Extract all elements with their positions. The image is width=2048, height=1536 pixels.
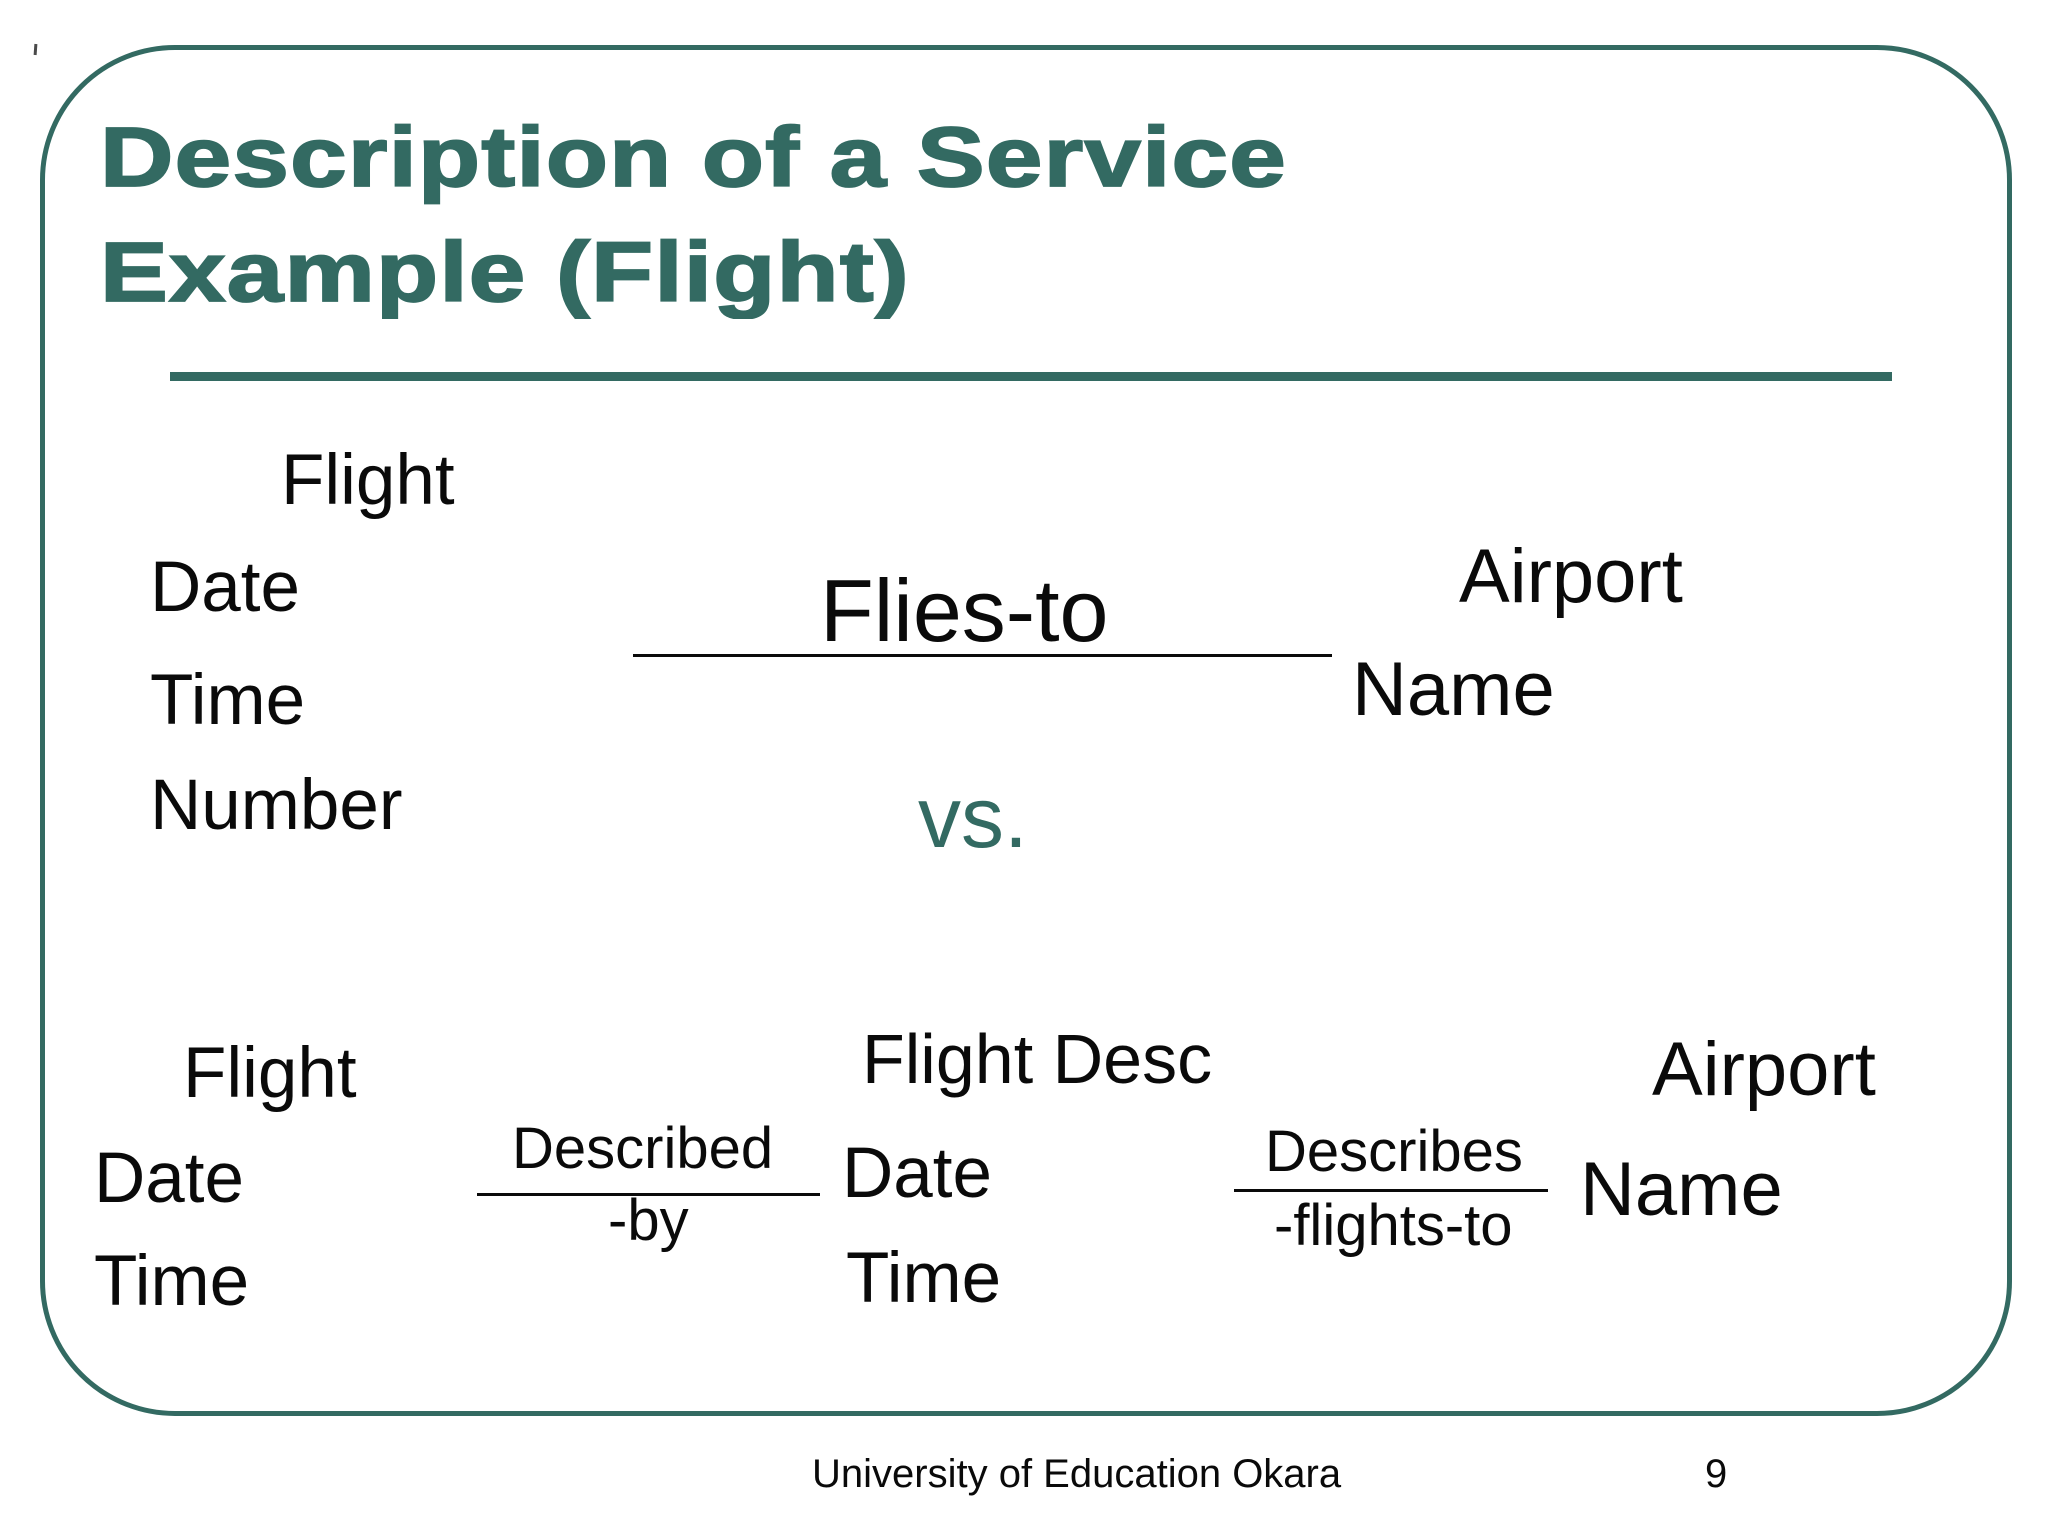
top-flight-entity-label: Flight [281,441,455,520]
page-title: Description of a Service Example (Flight… [99,100,1288,330]
describes-flights-to-relationship-label-bottom: -flights-to [1274,1193,1513,1258]
footer-page-number: 9 [1705,1452,1728,1496]
bottom-airport-attribute-name: Name [1580,1147,1783,1232]
flight-desc-attribute-time: Time [846,1239,1002,1318]
page-title-line-2: Example (Flight) [99,224,910,320]
top-flight-attribute-time: Time [150,661,306,740]
describes-flights-to-relationship-label-top: Describes [1265,1119,1523,1184]
described-by-relationship-line [477,1193,820,1196]
bottom-airport-entity-label: Airport [1652,1027,1876,1112]
title-underline-rule [170,372,1892,381]
slide-border-frame [40,45,2012,1416]
top-flight-attribute-number: Number [150,766,403,845]
describes-flights-to-relationship-line [1234,1189,1548,1192]
top-flight-attribute-date: Date [150,548,300,627]
described-by-relationship-label-bottom: -by [608,1188,689,1253]
top-airport-attribute-name: Name [1352,647,1555,732]
flies-to-relationship-label: Flies-to [820,561,1109,660]
bottom-flight-entity-label: Flight [183,1034,357,1113]
page-title-line-1: Description of a Service [99,109,1288,205]
bottom-flight-attribute-time: Time [94,1242,250,1321]
footer-institution: University of Education Okara [812,1452,1342,1496]
bottom-flight-attribute-date: Date [94,1139,244,1218]
flight-desc-entity-label: Flight Desc [862,1020,1213,1098]
flight-desc-attribute-date: Date [842,1134,992,1213]
stray-mark-artifact [33,43,38,56]
flies-to-relationship-line [633,654,1332,657]
described-by-relationship-label-top: Described [512,1116,774,1181]
top-airport-entity-label: Airport [1459,534,1683,619]
versus-label: vs. [918,770,1028,866]
